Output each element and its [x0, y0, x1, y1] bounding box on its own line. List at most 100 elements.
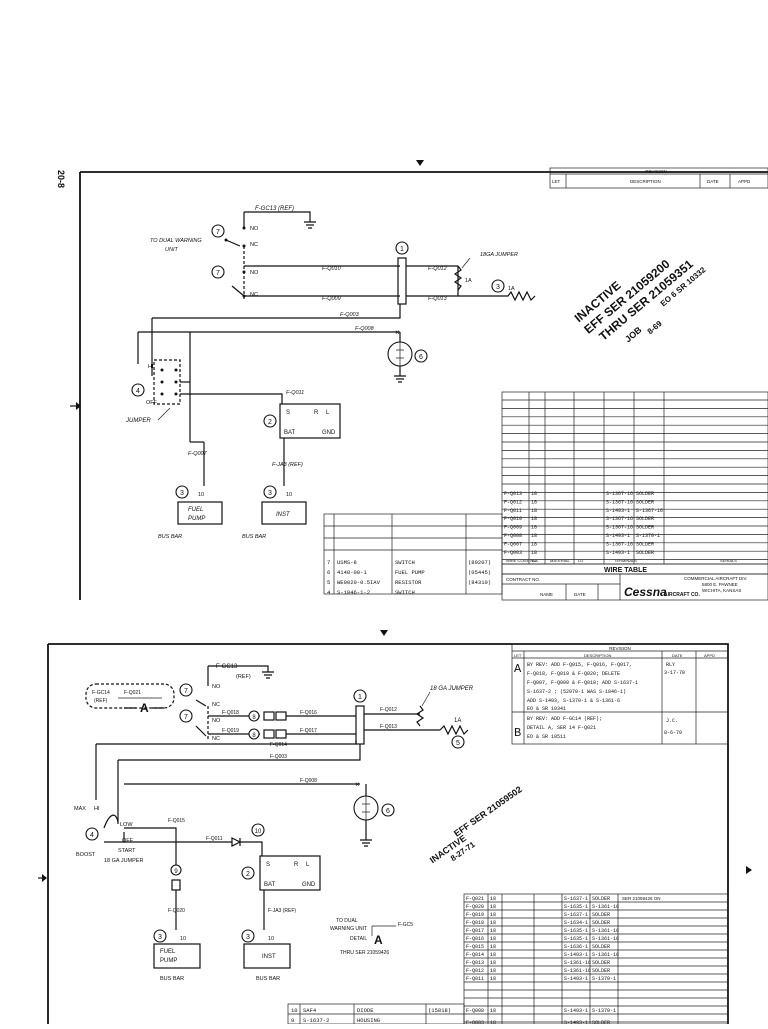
bottom-callout-3a — [153, 929, 167, 943]
top-part-cell: FUEL PUMP — [395, 569, 425, 576]
rev-a-line1: BY REV: ADD F-Q015, F-Q016, F-Q017, — [527, 662, 632, 668]
bottom-inactive-stamp: INACTIVE EFF SER 21059502 8-27-71 — [428, 784, 524, 865]
top-label-off: OFF — [146, 400, 158, 406]
top-wire-cell: SOLDER — [636, 491, 654, 497]
top-callout-3c-text: 3 — [268, 490, 272, 497]
rev-a-line3: F-Q007, F-Q009 & F-Q010; ADD S-1637-1 — [527, 680, 638, 686]
bottom-label-10-1: 10 — [180, 936, 186, 942]
bottom-ser-header: SER 21059426 ON — [622, 896, 661, 901]
bottom-wire-cell: S-1361-16 — [592, 928, 619, 934]
bottom-detail-a-mark: A — [140, 701, 149, 715]
top-label-to-dual: TO DUAL WARNING — [150, 238, 202, 244]
top-wire-cell: F-Q009 — [504, 525, 522, 531]
bottom-fuel-pump-breaker — [153, 943, 201, 969]
bottom-connector — [355, 705, 365, 745]
rev-a-line4: S-1637-2 ; (52070-1 WAS S-1846-1) — [527, 689, 626, 695]
bottom-label-fq019: F-Q019 — [222, 728, 239, 734]
top-label-inst: INST — [276, 512, 291, 518]
bottom-label-fq020: F-Q020 — [168, 908, 185, 914]
top-label-1a-2: 1A — [508, 286, 515, 292]
bottom-wire-cell: S-1635-1 — [564, 904, 588, 910]
top-inst-breaker — [261, 501, 307, 525]
bottom-revision-block: REVISION LET DESCRIPTION DATE APPD A BY … — [511, 643, 729, 745]
bottom-wire-cell: SOLDER — [592, 960, 610, 966]
top-callout-4-text: 4 — [136, 388, 140, 395]
top-wire-cell: SOLDER — [636, 499, 654, 505]
top-part-cell: (84310) — [468, 579, 491, 586]
bottom-part-cell: HOUSING — [357, 1017, 380, 1024]
top-revision-header: REVISION — [645, 169, 667, 174]
bottom-callout-2 — [241, 866, 255, 880]
bottom-wire-cell: S-1635-1 — [564, 936, 588, 942]
top-relay-r: R — [314, 410, 319, 416]
top-callout-7b — [211, 265, 225, 279]
top-label-fuel: FUEL — [188, 507, 203, 513]
top-relay-l: L — [326, 410, 330, 416]
top-label-fgc13: F-GC13 (REF) — [255, 206, 294, 212]
bottom-part-cell: S-1637-2 — [303, 1017, 329, 1024]
top-wire-cell: S-1493-1 — [606, 550, 630, 556]
top-wire-cell: F-Q007 — [504, 541, 522, 547]
top-callout-2-text: 2 — [268, 419, 272, 426]
bottom-label-fq008: F-Q008 — [300, 778, 317, 784]
top-wire-cell: 18 — [531, 533, 537, 539]
bottom-wire-cell: SOLDER — [592, 896, 610, 902]
bottom-right-align-arrow — [746, 866, 752, 874]
top-wire-cell: S-1367-16 — [606, 516, 633, 522]
bottom-label-to-dual: TO DUAL — [336, 918, 358, 924]
top-part-cell: S-1846-1-2 — [337, 589, 370, 596]
bottom-label-fq011: F-Q011 — [206, 836, 223, 842]
top-ground-symbol — [304, 221, 316, 229]
bottom-label-fq013: F-Q013 — [380, 724, 397, 730]
bottom-callout-7a-text: 7 — [184, 688, 188, 695]
bottom-wire-cell: 18 — [490, 1008, 496, 1014]
bottom-label-no1: NO — [212, 684, 221, 690]
top-label-unit: UNIT — [165, 247, 178, 253]
top-wire-cell: SOLDER — [636, 550, 654, 556]
top-part-cell: 6 — [327, 569, 330, 576]
bottom-label-18ga-jumper-2: 18 GA JUMPER — [104, 858, 143, 864]
bottom-wire-cell: F-Q021 — [466, 896, 484, 902]
bottom-wire-cell: 18 — [490, 920, 496, 926]
bottom-wire-cell: F-Q016 — [466, 936, 484, 942]
top-callout-1-text: 1 — [400, 246, 404, 253]
top-callout-4 — [131, 383, 145, 397]
top-label-10-2: 10 — [286, 492, 292, 498]
top-label-fq010: F-Q010 — [322, 266, 342, 272]
bottom-wire-cell: S-1361-16 — [592, 904, 619, 910]
top-break-mark: × — [395, 328, 400, 337]
top-wire-col-lg: LG — [578, 558, 583, 563]
top-callout-2 — [263, 414, 277, 428]
bottom-callout-1-text: 1 — [358, 694, 362, 701]
bottom-label-fq018: F-Q018 — [222, 710, 239, 716]
bottom-callout-4-text: 4 — [90, 832, 94, 839]
top-label-fq011: F-Q011 — [286, 390, 304, 396]
top-wire-cell: S-1367-16 — [606, 491, 633, 497]
top-callout-1 — [395, 241, 409, 255]
top-wire-col-terminals: TERMINALS — [614, 558, 637, 563]
top-wire-cell: F-Q011 — [504, 508, 522, 514]
top-wire-cell: 18 — [531, 550, 537, 556]
top-label-10-1: 10 — [198, 492, 204, 498]
bottom-callout-3b — [241, 929, 255, 943]
top-callout-3a-text: 3 — [496, 284, 500, 291]
bottom-label-ref: (REF) — [236, 674, 251, 680]
top-wire-cell: S-1370-1 — [636, 533, 660, 539]
top-wire-cell: 18 — [531, 525, 537, 531]
top-relay-s: S — [286, 410, 290, 416]
bottom-sheet: REVISION LET DESCRIPTION DATE APPD A BY … — [38, 630, 752, 1026]
bottom-wire-cell: S-1361-16 — [592, 952, 619, 958]
bottom-wire-cell: F-Q020 — [466, 904, 484, 910]
bottom-wire-cell: S-1361-16 — [564, 960, 591, 966]
bottom-wire-cell: SOLDER — [592, 944, 610, 950]
bottom-relay-r: R — [294, 862, 299, 868]
top-resistor-2 — [500, 290, 536, 302]
bottom-pump-ground — [360, 820, 372, 847]
bottom-label-busbar-1: BUS BAR — [160, 976, 184, 982]
bottom-relay-l: L — [306, 862, 310, 868]
bottom-resistor-2 — [439, 724, 469, 736]
rev-b-approved: J.C. — [666, 718, 678, 724]
